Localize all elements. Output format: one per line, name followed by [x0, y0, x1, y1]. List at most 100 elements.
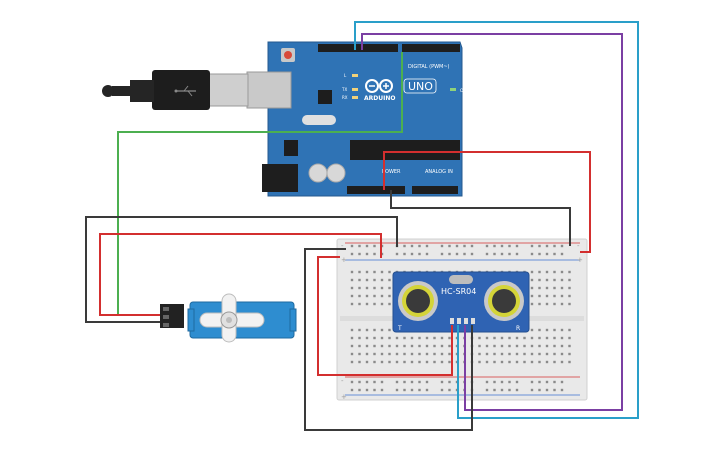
rail-hole[interactable]	[493, 380, 496, 384]
rail-hole[interactable]	[448, 380, 451, 384]
breadboard-hole[interactable]	[350, 336, 354, 340]
rail-hole[interactable]	[425, 388, 429, 392]
breadboard-hole[interactable]	[358, 302, 361, 306]
rail-hole[interactable]	[440, 252, 444, 256]
breadboard-hole[interactable]	[485, 360, 489, 364]
rail-hole[interactable]	[380, 380, 384, 384]
rail-hole[interactable]	[380, 388, 384, 392]
breadboard-hole[interactable]	[560, 294, 564, 298]
breadboard-hole[interactable]	[493, 336, 496, 340]
rail-hole[interactable]	[515, 388, 519, 392]
breadboard-hole[interactable]	[448, 344, 451, 348]
breadboard-hole[interactable]	[388, 286, 391, 290]
breadboard-hole[interactable]	[448, 352, 451, 356]
wire-red-servo-vcc[interactable]	[99, 233, 382, 316]
breadboard-hole[interactable]	[380, 302, 384, 306]
breadboard-hole[interactable]	[365, 294, 369, 298]
breadboard-hole[interactable]	[560, 328, 564, 332]
breadboard-hole[interactable]	[553, 328, 556, 332]
breadboard-hole[interactable]	[493, 344, 496, 348]
breadboard-hole[interactable]	[350, 286, 354, 290]
breadboard-hole[interactable]	[515, 352, 519, 356]
breadboard-hole[interactable]	[545, 360, 549, 364]
rail-hole[interactable]	[440, 388, 444, 392]
breadboard-hole[interactable]	[388, 294, 391, 298]
rail-hole[interactable]	[350, 252, 354, 256]
breadboard-hole[interactable]	[500, 344, 504, 348]
rail-hole[interactable]	[560, 252, 564, 256]
breadboard-hole[interactable]	[448, 336, 451, 340]
breadboard-hole[interactable]	[403, 336, 406, 340]
rail-hole[interactable]	[470, 252, 474, 256]
breadboard-hole[interactable]	[358, 352, 361, 356]
rail-hole[interactable]	[448, 252, 451, 256]
rail-hole[interactable]	[545, 388, 549, 392]
breadboard-hole[interactable]	[538, 336, 541, 340]
breadboard-hole[interactable]	[358, 336, 361, 340]
breadboard-hole[interactable]	[373, 360, 376, 364]
breadboard-hole[interactable]	[553, 278, 556, 282]
breadboard-hole[interactable]	[560, 278, 564, 282]
servo-motor[interactable]	[160, 293, 297, 343]
breadboard-hole[interactable]	[388, 336, 391, 340]
rail-hole[interactable]	[373, 388, 376, 392]
arduino-uno-board[interactable]: ARDUINO UNO DIGITAL (PWM~) POWER ANALOG …	[246, 41, 466, 197]
breadboard-hole[interactable]	[508, 360, 511, 364]
wire-purple-echo[interactable]	[361, 33, 623, 411]
rail-hole[interactable]	[530, 252, 534, 256]
breadboard-hole[interactable]	[403, 352, 406, 356]
breadboard-hole[interactable]	[350, 302, 354, 306]
breadboard-hole[interactable]	[560, 270, 564, 274]
breadboard-hole[interactable]	[538, 344, 541, 348]
wire-black-sensor-gnd[interactable]	[304, 248, 473, 431]
breadboard-hole[interactable]	[358, 294, 361, 298]
rail-hole[interactable]	[508, 252, 511, 256]
rail-hole[interactable]	[545, 252, 549, 256]
breadboard-hole[interactable]	[418, 352, 421, 356]
breadboard-hole[interactable]	[358, 270, 361, 274]
breadboard-hole[interactable]	[515, 344, 519, 348]
breadboard-hole[interactable]	[380, 352, 384, 356]
breadboard-hole[interactable]	[553, 302, 556, 306]
rail-hole[interactable]	[410, 380, 414, 384]
breadboard-hole[interactable]	[493, 360, 496, 364]
breadboard-hole[interactable]	[560, 286, 564, 290]
breadboard-hole[interactable]	[418, 336, 421, 340]
breadboard-hole[interactable]	[538, 352, 541, 356]
rail-hole[interactable]	[538, 380, 541, 384]
rail-hole[interactable]	[350, 380, 354, 384]
rail-hole[interactable]	[493, 252, 496, 256]
breadboard-hole[interactable]	[388, 352, 391, 356]
wire-red-5v[interactable]	[383, 151, 591, 253]
breadboard-hole[interactable]	[388, 344, 391, 348]
rail-hole[interactable]	[538, 388, 541, 392]
breadboard-hole[interactable]	[538, 286, 541, 290]
breadboard-hole[interactable]	[545, 328, 549, 332]
breadboard-hole[interactable]	[545, 270, 549, 274]
breadboard-hole[interactable]	[440, 336, 444, 340]
breadboard-hole[interactable]	[560, 352, 564, 356]
breadboard-hole[interactable]	[538, 278, 541, 282]
rail-hole[interactable]	[403, 388, 406, 392]
breadboard-hole[interactable]	[365, 270, 369, 274]
rail-hole[interactable]	[538, 252, 541, 256]
breadboard-hole[interactable]	[425, 360, 429, 364]
rail-hole[interactable]	[560, 244, 564, 248]
breadboard-hole[interactable]	[380, 328, 384, 332]
rail-hole[interactable]	[553, 252, 556, 256]
breadboard-hole[interactable]	[373, 302, 376, 306]
breadboard-hole[interactable]	[545, 294, 549, 298]
breadboard-hole[interactable]	[493, 352, 496, 356]
breadboard-hole[interactable]	[515, 336, 519, 340]
rail-hole[interactable]	[365, 252, 369, 256]
breadboard-hole[interactable]	[388, 270, 391, 274]
breadboard-hole[interactable]	[373, 352, 376, 356]
rail-hole[interactable]	[365, 388, 369, 392]
breadboard-hole[interactable]	[380, 344, 384, 348]
breadboard-hole[interactable]	[553, 360, 556, 364]
breadboard-hole[interactable]	[500, 352, 504, 356]
breadboard-hole[interactable]	[373, 344, 376, 348]
breadboard-hole[interactable]	[388, 360, 391, 364]
breadboard-hole[interactable]	[358, 360, 361, 364]
breadboard-hole[interactable]	[433, 344, 436, 348]
